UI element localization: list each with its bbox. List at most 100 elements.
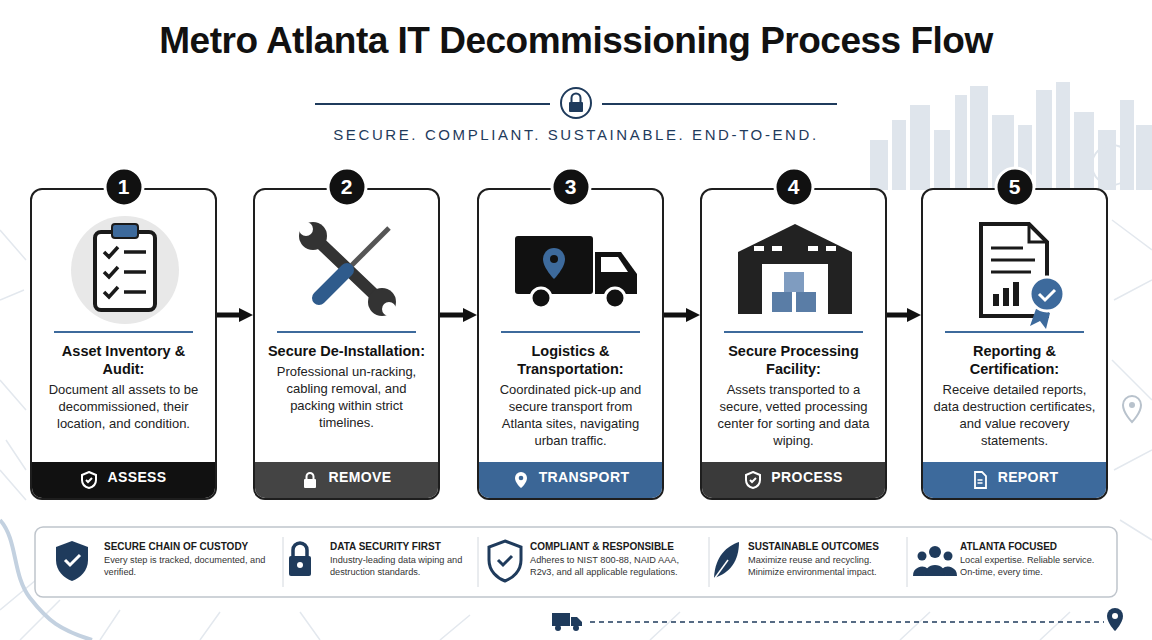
step-band: PROCESS [702, 462, 885, 498]
feature-icons [56, 541, 957, 582]
step-icon-part [368, 288, 396, 316]
step-icon-part [605, 288, 625, 308]
feature-body: Industry-leading data wiping and destruc… [330, 555, 470, 578]
skyline-part [1074, 112, 1094, 190]
route-line [552, 608, 1123, 631]
feature-icons-part [293, 543, 307, 556]
feature-icons-part [712, 560, 728, 582]
skyline-part [934, 130, 950, 190]
feature-icons-part [498, 556, 512, 565]
band-icon-part [307, 473, 314, 479]
band-icon-part [82, 472, 96, 488]
route-line-part [1112, 613, 1118, 619]
step-icon-part [724, 331, 863, 333]
step-card: Secure De-Installation:Professional un-r… [253, 188, 440, 500]
step-number-text: 3 [550, 166, 592, 208]
skyline-part [1120, 100, 1134, 190]
features-panel [35, 527, 1117, 597]
step-heading: Secure Processing Facility: [711, 342, 876, 378]
feature-icons-part [929, 546, 941, 558]
step-band: ASSESS [32, 462, 215, 498]
step-icon-part [550, 255, 558, 263]
step-icon-part [299, 222, 327, 250]
panel-dividers-part [709, 537, 710, 587]
map-pin [1123, 396, 1141, 422]
step-number: 2 [326, 166, 368, 208]
feature-icons-part [489, 541, 521, 581]
feature-icons-part [56, 541, 88, 581]
step-icon-part [1003, 288, 1009, 306]
step-number-text: 4 [773, 166, 815, 208]
step-band: TRANSPORT [479, 462, 662, 498]
step-icon-part [112, 224, 138, 238]
step-icon-part [319, 270, 347, 298]
step-band-text: REPORT [998, 469, 1059, 487]
flow-arrow [887, 313, 913, 318]
title-text: Metro Atlanta IT Decommissioning Process… [0, 20, 1152, 62]
feature-heading: COMPLIANT & RESPONSIBLE [530, 541, 702, 553]
skyline-part [1036, 90, 1052, 190]
step-icon-part [993, 294, 999, 306]
band-icon [512, 471, 530, 489]
step-number-text: 2 [326, 166, 368, 208]
step-icon-part [754, 246, 764, 251]
step-icon-part [1039, 290, 1055, 300]
tagline: SECURE. COMPLIANT. SUSTAINABLE. END-TO-E… [0, 126, 1152, 143]
route-line-part [555, 625, 561, 631]
band-icon-part [86, 478, 92, 482]
band-icon-part [515, 472, 527, 488]
flow-arrow [440, 313, 469, 318]
feature-body: Adheres to NIST 800-88, NAID AAA, R2v3, … [530, 555, 702, 578]
skyline-part [1056, 82, 1070, 190]
step-icon [479, 190, 662, 340]
title-rule [315, 88, 837, 118]
band-icon [744, 471, 762, 489]
step-icon-part [124, 252, 146, 292]
step-icon [32, 190, 215, 340]
route-line-part [552, 613, 570, 626]
step-body: Coordinated pick-up and secure transport… [488, 382, 653, 450]
route-line-part [573, 625, 579, 631]
step-heading: Asset Inventory & Audit: [41, 342, 206, 378]
band-icon-part [977, 480, 982, 483]
feature-icons-part [65, 555, 80, 565]
step-icon [702, 190, 885, 340]
step-card: Secure Processing Facility: Assets transp… [700, 188, 887, 500]
step-number-text: 5 [994, 166, 1036, 208]
step-icon-part [601, 257, 628, 272]
map-pin-part [1129, 402, 1135, 408]
step-icon-part [95, 232, 155, 310]
feature-item: SUSTAINABLE OUTCOMESMaximize reuse and r… [748, 541, 896, 578]
step-icon-part [501, 331, 640, 333]
skyline-part [970, 86, 988, 190]
feature-icons-part [924, 565, 946, 576]
feature-icons-part [297, 562, 303, 568]
panel-dividers [283, 537, 907, 587]
skyline-part [1092, 145, 1132, 185]
step-icon-part [1030, 277, 1064, 311]
step-band-text: REMOVE [328, 469, 391, 487]
feature-heading: ATLANTA FOCUSED [960, 541, 1105, 553]
title-rule-part [572, 94, 581, 103]
step-body: Assets transported to a secure, vetted p… [711, 382, 876, 450]
band-icon [971, 471, 989, 489]
step-band-text: PROCESS [771, 469, 842, 487]
step-number-text: 1 [103, 166, 145, 208]
band-icon-part [746, 472, 760, 488]
band-icon-part [518, 476, 523, 481]
step-icon-part [71, 216, 179, 324]
feature-icons-part [944, 552, 953, 561]
feature-icons-part [289, 556, 311, 576]
step-icon-part [796, 292, 816, 312]
skyline-part [955, 95, 967, 190]
feature-icons-part [918, 552, 927, 561]
feature-item: DATA SECURITY FIRSTIndustry-leading data… [330, 541, 470, 578]
step-number: 4 [773, 166, 815, 208]
flow-arrow [664, 313, 692, 318]
step-icon-part [772, 292, 792, 312]
step-card: Logistics & Transportation:Coordinated p… [477, 188, 664, 500]
map-lines-part [1112, 220, 1152, 540]
step-icon-part [1013, 282, 1019, 306]
map-lines-part [20, 600, 1070, 640]
